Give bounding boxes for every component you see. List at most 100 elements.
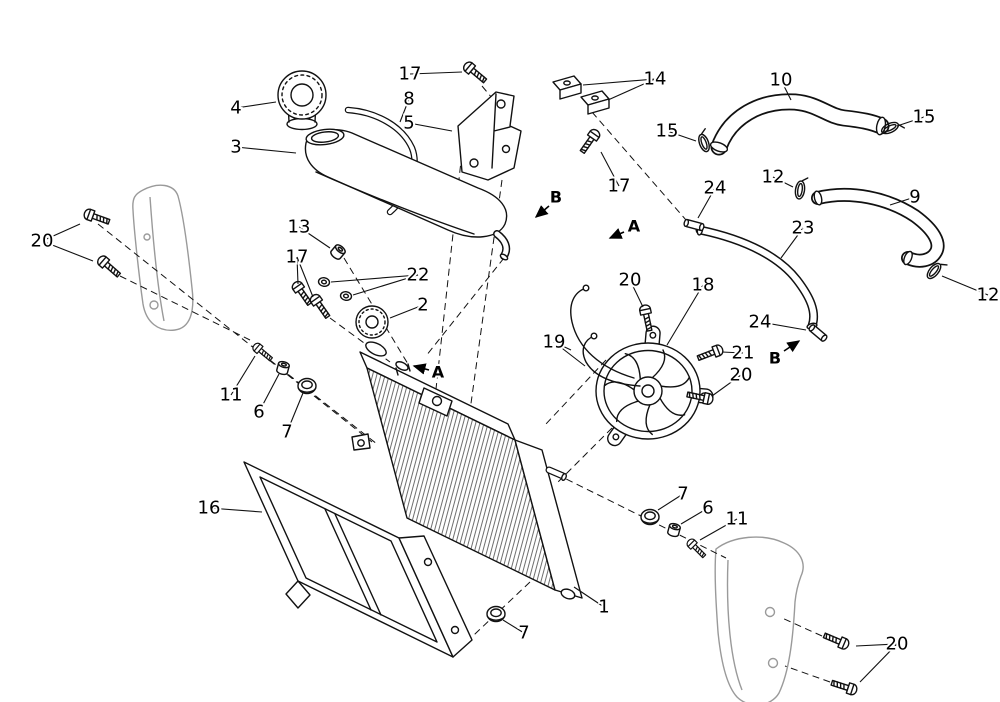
leader-line — [889, 196, 916, 206]
part-label-2: 2 — [417, 295, 428, 316]
leader-lines — [41, 71, 989, 683]
screw-icon — [460, 59, 490, 86]
part-label-20: 20 — [730, 365, 753, 386]
leader-line — [389, 304, 424, 319]
screw-icon — [307, 291, 333, 321]
part-label-23: 23 — [792, 218, 815, 239]
tank-bracket — [457, 91, 522, 181]
leader-line — [352, 274, 419, 296]
expansion-tank — [304, 128, 511, 261]
leader-line — [941, 275, 989, 296]
part-label-17: 17 — [286, 247, 309, 268]
part-label-7: 7 — [281, 422, 292, 443]
leader-line — [296, 256, 299, 285]
leader-line — [235, 101, 277, 109]
part-label-24: 24 — [704, 178, 727, 199]
part-label-12: 12 — [762, 167, 785, 188]
part-label-15: 15 — [656, 121, 679, 142]
leader-line — [235, 146, 297, 154]
hose-clamp — [793, 175, 809, 201]
fan-blades — [603, 349, 691, 436]
leader-line — [780, 227, 804, 259]
leader-line — [699, 518, 738, 541]
part-label-20: 20 — [31, 231, 54, 252]
leader-line — [697, 187, 716, 219]
cooling-fan — [595, 325, 714, 447]
ref-arrow-A — [412, 363, 430, 375]
ref-letter-B: B — [550, 188, 562, 207]
leader-line — [896, 116, 925, 127]
hose-bracket — [552, 75, 582, 100]
hose-clamp — [694, 128, 714, 154]
screw-icon — [577, 126, 603, 156]
small-screw-icon — [684, 536, 709, 561]
part-label-17: 17 — [608, 176, 631, 197]
radiator-cap — [355, 305, 389, 339]
part-label-16: 16 — [198, 498, 221, 519]
part-label-13: 13 — [288, 217, 311, 238]
part-label-1: 1 — [598, 597, 609, 618]
part-label-15: 15 — [913, 107, 936, 128]
part-label-20: 20 — [619, 270, 642, 291]
part-label-7: 7 — [677, 484, 688, 505]
part-label-11: 11 — [220, 385, 243, 406]
radiator — [351, 341, 583, 600]
leader-line — [582, 78, 656, 86]
ref-arrow-A — [608, 228, 625, 239]
ref-letter-A: A — [628, 217, 641, 236]
leader-line — [721, 351, 744, 354]
leader-line — [41, 223, 81, 242]
lower-radiator-hose — [811, 187, 945, 268]
ref-arrow-B — [534, 205, 550, 218]
rubber-grommet — [640, 508, 660, 526]
ref-letter-A: A — [432, 363, 445, 382]
part-label-18: 18 — [692, 275, 715, 296]
part-label-24: 24 — [749, 312, 772, 333]
leader-line — [399, 98, 410, 123]
leader-line — [607, 78, 656, 101]
bolt-icon — [81, 207, 112, 228]
leader-line — [711, 374, 742, 397]
leader-line — [657, 493, 684, 511]
bolt-icon — [829, 676, 859, 697]
leader-line — [772, 176, 794, 188]
washer-icon — [339, 290, 353, 302]
leader-line — [41, 240, 94, 262]
part-label-3: 3 — [230, 137, 241, 158]
leader-line — [666, 284, 704, 346]
part-label-6: 6 — [253, 402, 264, 423]
part-label-19: 19 — [543, 332, 566, 353]
spacer-bushing — [275, 359, 291, 377]
rubber-grommet — [297, 377, 317, 395]
radiator-guard — [243, 461, 473, 658]
leader-line — [330, 274, 419, 283]
hose-bracket — [580, 90, 610, 115]
rubber-grommet — [486, 605, 506, 623]
ref-letter-B: B — [769, 349, 781, 368]
part-label-11: 11 — [726, 509, 749, 530]
reference-arrows — [412, 205, 801, 375]
leader-line — [296, 256, 314, 298]
leader-line — [859, 643, 898, 683]
leader-line — [666, 130, 697, 142]
right-fairing-bracket-ghost — [714, 536, 804, 702]
upper-radiator-hose — [709, 93, 890, 156]
leader-line — [208, 507, 263, 513]
washer-icon — [317, 276, 331, 288]
leader-line — [408, 122, 453, 132]
bolt-icon — [821, 629, 852, 652]
part-label-21: 21 — [732, 343, 755, 364]
part-label-5: 5 — [403, 113, 414, 134]
leader-line — [553, 341, 572, 351]
part-label-14: 14 — [644, 69, 667, 90]
leader-line — [629, 279, 644, 308]
leader-line — [780, 79, 792, 101]
part-label-8: 8 — [403, 89, 414, 110]
leader-line — [600, 151, 620, 187]
leader-line — [409, 71, 463, 75]
leader-line — [298, 226, 331, 249]
part-label-6: 6 — [702, 498, 713, 519]
part-label-12: 12 — [977, 285, 1000, 306]
